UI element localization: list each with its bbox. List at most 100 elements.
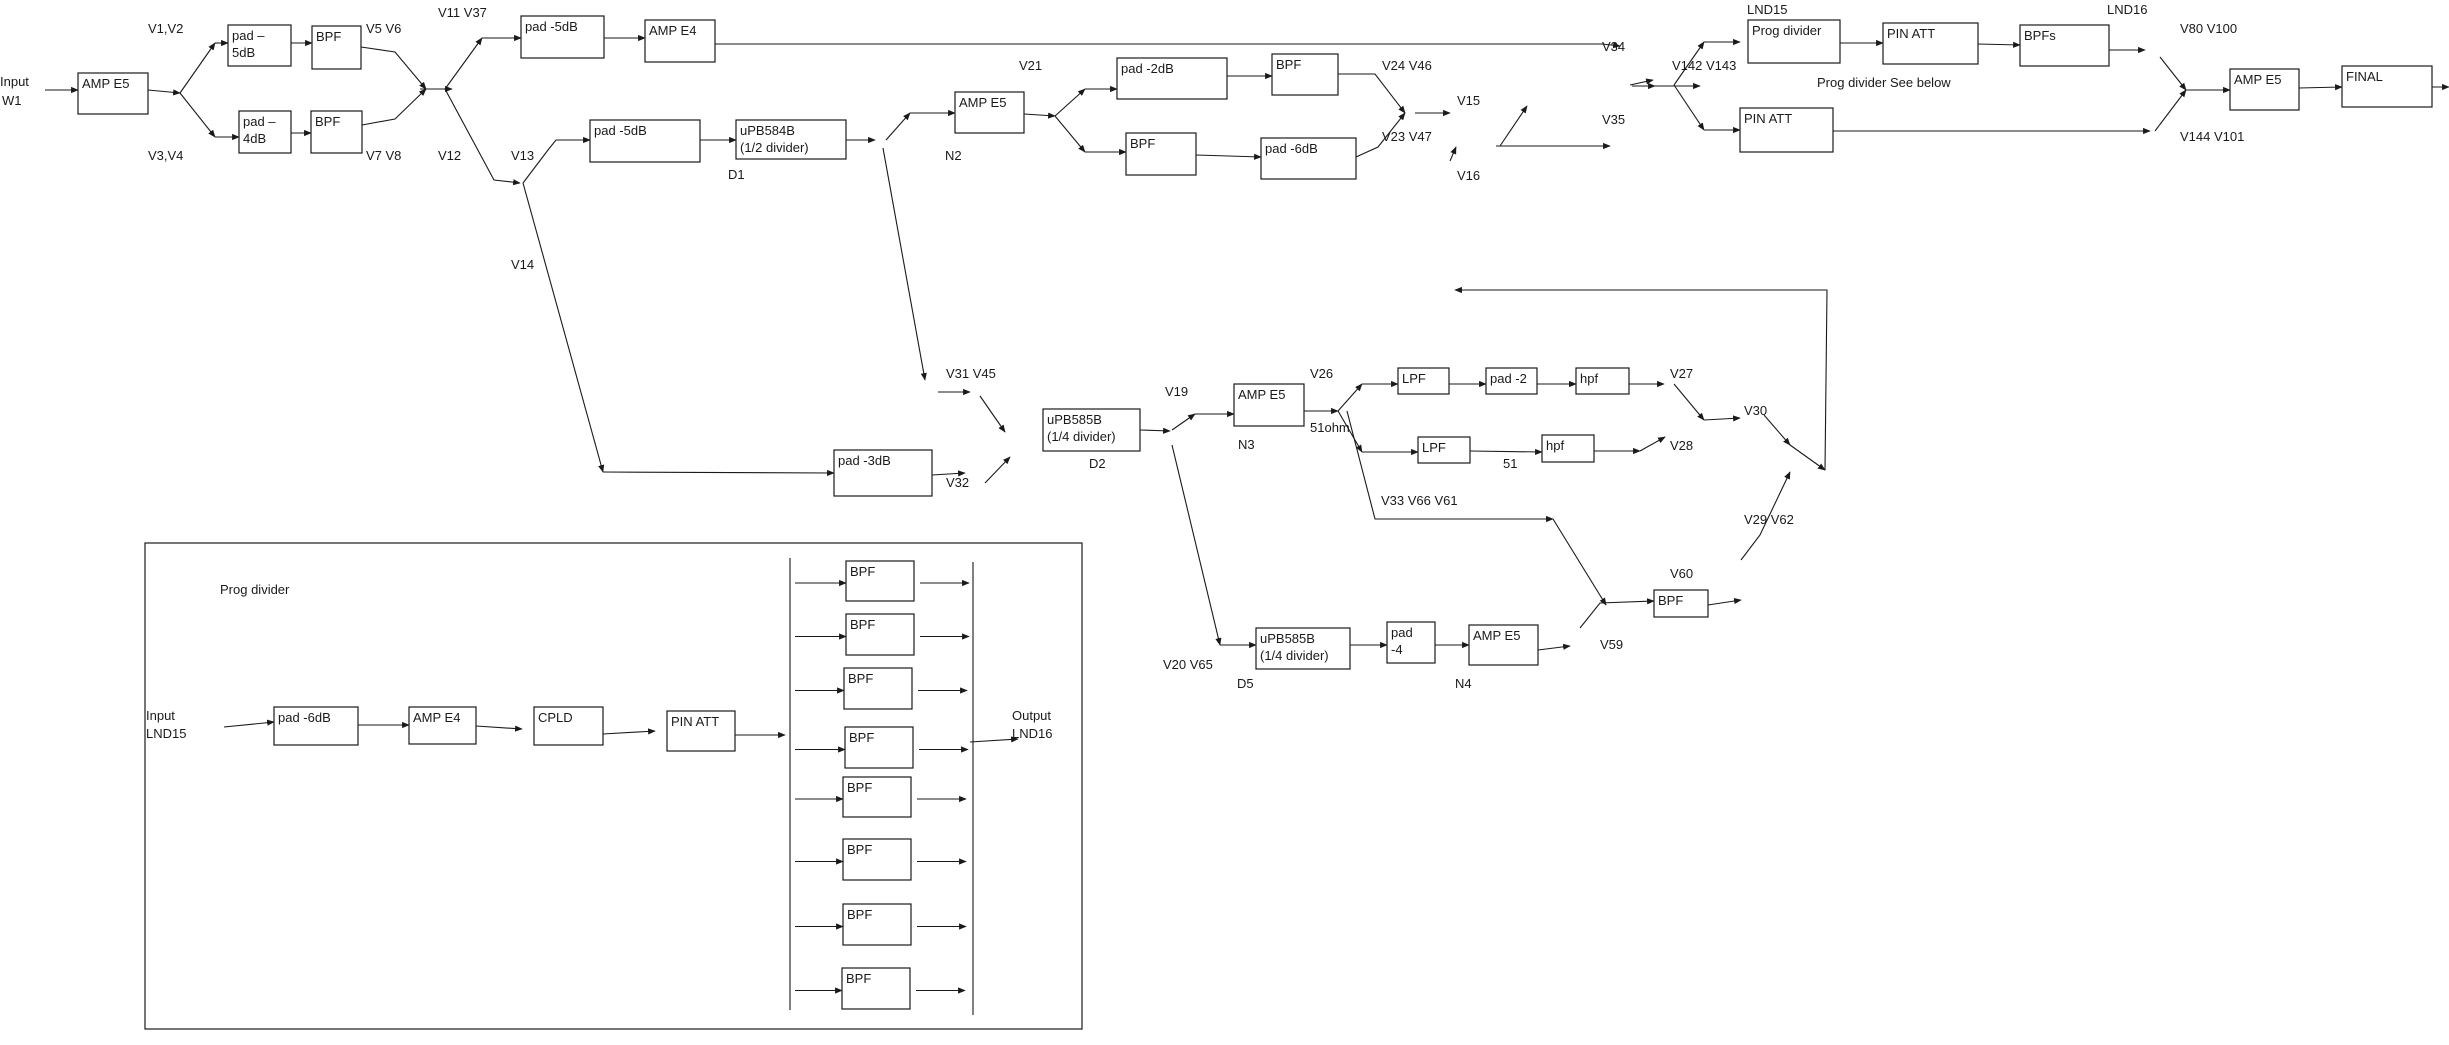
- net-label-v11-v37: V11 V37: [438, 5, 487, 20]
- signal-wire: [361, 88, 427, 126]
- signal-wire: [179, 42, 216, 94]
- block-label: AMP E5: [1238, 387, 1285, 402]
- signal-wire: [715, 42, 1621, 49]
- block-label: BPF: [850, 617, 875, 632]
- signal-wire: [1537, 643, 1571, 651]
- block-amp-e5-1: AMP E5: [77, 72, 149, 115]
- block-label: BPF: [846, 971, 871, 986]
- net-label-v28: V28: [1670, 438, 1693, 453]
- block-label: BPFs: [2024, 28, 2056, 43]
- net-label-prog-divider-note: Prog divider See below: [1817, 75, 1951, 90]
- net-label-ohm-51: 51ohm: [1310, 420, 1350, 435]
- block-pad-5db-a: pad –5dB: [227, 24, 292, 67]
- signal-wire: [969, 736, 1019, 743]
- block-pad-2: pad -2: [1485, 367, 1538, 395]
- block-label: hpf: [1580, 371, 1598, 386]
- block-label: LPF: [1402, 371, 1426, 386]
- block-label: pad -5dB: [525, 19, 578, 34]
- inset-bpf-3: BPF: [843, 667, 913, 710]
- block-hpf-1: hpf: [1575, 367, 1630, 395]
- block-upb585b-d5: uPB585B(1/4 divider): [1255, 627, 1351, 670]
- block-bpfs: BPFs: [2019, 24, 2110, 67]
- block-lpf-1: LPF: [1397, 367, 1450, 395]
- signal-wire: [1171, 444, 1222, 646]
- block-label: pad -6dB: [278, 710, 331, 725]
- signal-wire: [1740, 471, 1791, 561]
- net-label-v24-v46: V24 V46: [1382, 58, 1432, 73]
- net-label-v60: V60: [1670, 566, 1693, 581]
- signal-wire: [1139, 427, 1171, 434]
- block-final: FINAL: [2341, 65, 2433, 108]
- net-label-v5-v6: V5 V6: [366, 21, 401, 36]
- block-label: BPF: [847, 907, 872, 922]
- signal-wire: [2298, 84, 2343, 91]
- block-bpf-5: BPF: [1653, 589, 1709, 618]
- block-label: PIN ATT: [1744, 111, 1792, 126]
- inset-block-pin-att: PIN ATT: [666, 710, 736, 752]
- inset-block-amp-e4: AMP E4: [408, 706, 477, 745]
- block-label: BPF: [847, 780, 872, 795]
- block-label: AMP E4: [413, 710, 460, 725]
- block-label: BPF: [849, 730, 874, 745]
- block-pad-5db-c: pad -5dB: [589, 119, 701, 163]
- net-label-v26: V26: [1310, 366, 1333, 381]
- signal-wire: [1337, 383, 1363, 412]
- net-label-v32: V32: [946, 475, 969, 490]
- block-label: PIN ATT: [671, 714, 719, 729]
- net-label-v142-v143: V142 V143: [1672, 58, 1736, 73]
- signal-wire: [1639, 436, 1666, 452]
- block-pad-3db: pad -3dB: [833, 449, 933, 497]
- block-label: PIN ATT: [1887, 26, 1935, 41]
- signal-wire: [931, 470, 966, 477]
- block-label: uPB585B: [1047, 412, 1102, 427]
- net-label-v12: V12: [438, 148, 461, 163]
- signal-wire: [979, 395, 1006, 433]
- signal-wire: [1023, 112, 1056, 119]
- net-label-v34: V34: [1602, 39, 1625, 54]
- net-label-d1: D1: [728, 167, 745, 182]
- signal-wire: [602, 469, 835, 477]
- signal-wire: [1054, 88, 1086, 117]
- block-pad-4: pad-4: [1386, 621, 1436, 664]
- signal-wire: [1171, 413, 1196, 431]
- block-label: BPF: [850, 564, 875, 579]
- block-label: AMP E5: [959, 95, 1006, 110]
- block-label: BPF: [848, 671, 873, 686]
- block-label: pad –: [232, 28, 265, 43]
- signal-wires: [45, 34, 2449, 651]
- block-label: BPF: [316, 29, 341, 44]
- signal-wire: [2159, 56, 2187, 91]
- block-label: AMP E5: [2234, 72, 2281, 87]
- block-label: pad -6dB: [1265, 141, 1318, 156]
- block-label: BPF: [1658, 593, 1683, 608]
- net-label-n3: N3: [1238, 437, 1255, 452]
- net-label-v35: V35: [1602, 112, 1625, 127]
- block-label: AMP E5: [1473, 628, 1520, 643]
- block-label: BPF: [1130, 136, 1155, 151]
- net-label-v1-v2: V1,V2: [148, 21, 183, 36]
- main-input-label: W1: [2, 93, 22, 108]
- block-label: hpf: [1546, 438, 1564, 453]
- inset-title: Prog divider: [220, 582, 290, 597]
- net-label-v20-v65: V20 V65: [1163, 657, 1213, 672]
- block-label: -4: [1391, 642, 1403, 657]
- net-label-d2: D2: [1089, 456, 1106, 471]
- signal-wire: [1977, 41, 2021, 48]
- net-label-v14: V14: [511, 257, 534, 272]
- block-label: CPLD: [538, 710, 573, 725]
- block-upb584b: uPB584B(1/2 divider): [735, 119, 847, 160]
- net-label-v144-v101: V144 V101: [2180, 129, 2244, 144]
- net-label-v29-v62: V29 V62: [1744, 512, 1794, 527]
- net-label-v16: V16: [1457, 168, 1480, 183]
- inset-bpf-6: BPF: [842, 838, 912, 881]
- block-lpf-2: LPF: [1417, 436, 1471, 464]
- net-label-v31-v45: V31 V45: [946, 366, 996, 381]
- inset-block-pad-6db: pad -6dB: [273, 706, 359, 746]
- block-pin-att-top: PIN ATT: [1882, 22, 1979, 65]
- block-label: Prog divider: [1752, 23, 1822, 38]
- signal-wire: [1673, 383, 1705, 421]
- block-amp-e5-n4: AMP E5: [1468, 624, 1539, 666]
- block-amp-e5-n2: AMP E5: [954, 91, 1025, 134]
